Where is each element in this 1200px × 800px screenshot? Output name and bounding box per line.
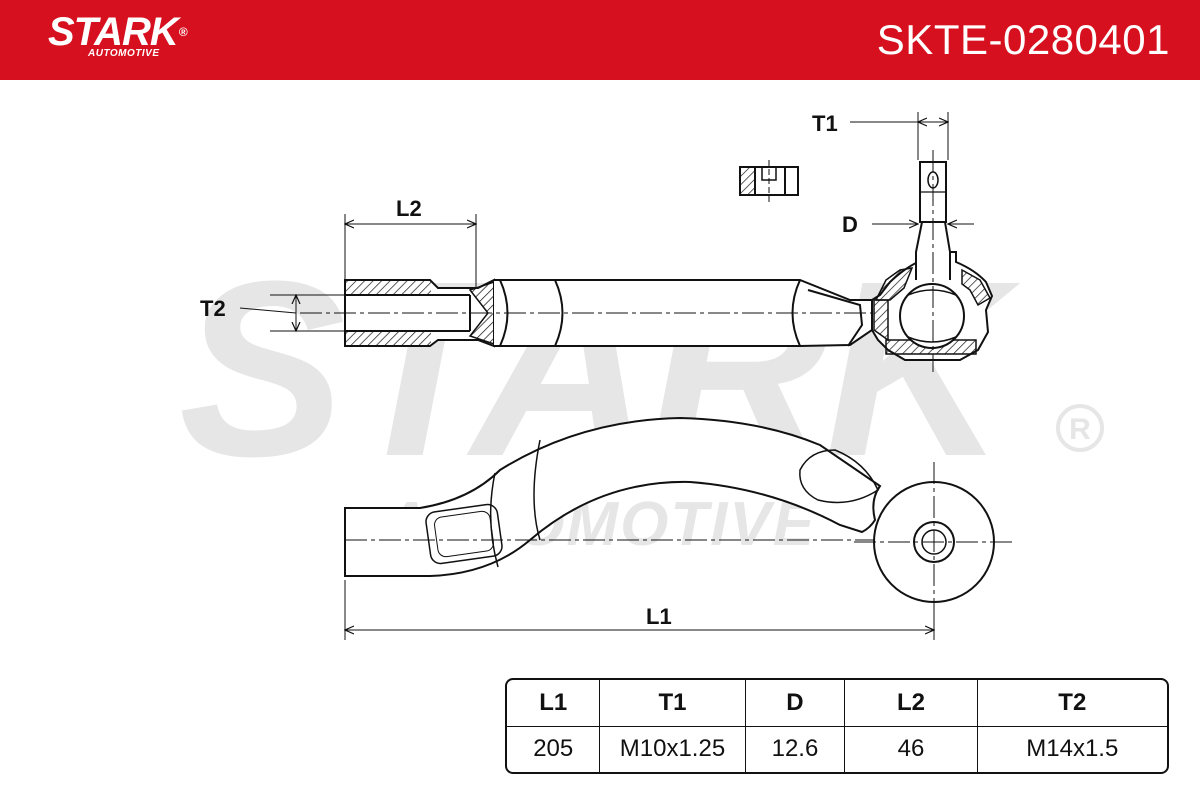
- dim-label-t2: T2: [200, 296, 226, 321]
- spec-col-l1: L1: [507, 680, 601, 727]
- ball-stud: [899, 283, 965, 349]
- spec-value-row: 205 M10x1.25 12.6 46 M14x1.5: [507, 725, 1167, 772]
- spec-header-row: L1 T1 D L2 T2: [507, 680, 1167, 727]
- spec-col-t2: T2: [976, 680, 1167, 727]
- dim-label-t1: T1: [812, 111, 838, 136]
- watermark-registered-icon: [1056, 404, 1104, 452]
- spec-val-l2: 46: [844, 725, 978, 772]
- spec-col-t1: T1: [599, 680, 746, 727]
- part-number: SKTE-0280401: [876, 16, 1170, 63]
- curved-arm-body: [344, 416, 882, 577]
- spec-col-l2: L2: [844, 680, 978, 727]
- dimension-lines-top: [239, 112, 974, 331]
- logo-subtext: AUTOMOTIVE: [88, 48, 160, 59]
- socket-hatch-tip: [468, 280, 495, 346]
- registered-icon: ®: [178, 25, 188, 39]
- header-bar: STARK® AUTOMOTIVE SKTE-0280401: [0, 0, 1200, 80]
- spec-val-t1: M10x1.25: [599, 725, 746, 772]
- dim-label-l2: L2: [396, 196, 422, 221]
- boot-left-hatch: [874, 267, 914, 301]
- spec-val-t2: M14x1.5: [976, 725, 1167, 772]
- dimension-line-l1: [345, 580, 934, 640]
- logo-text: STARK: [48, 10, 179, 54]
- technical-drawing: STARK AUTOMOTIVE R: [179, 111, 1104, 640]
- housing-side-hatch: [873, 299, 889, 342]
- spec-col-d: D: [744, 680, 846, 727]
- stark-logo: STARK® AUTOMOTIVE: [48, 10, 188, 59]
- watermark-registered-letter: R: [1069, 413, 1091, 446]
- flat-recess: [425, 503, 503, 565]
- dim-label-d: D: [842, 212, 858, 237]
- boot-right-hatch: [961, 268, 992, 307]
- spec-table: L1 T1 D L2 T2 205 M10x1.25 12.6 46 M14x1…: [505, 678, 1169, 774]
- socket-hatch-top: [345, 281, 431, 295]
- top-view: [300, 150, 994, 372]
- spec-val-l1: 205: [507, 725, 601, 772]
- side-view: [344, 416, 1014, 620]
- socket-hatch-bottom: [345, 331, 431, 345]
- spec-val-d: 12.6: [744, 725, 846, 772]
- dim-label-l1: L1: [646, 604, 672, 629]
- castle-nut: [739, 160, 799, 202]
